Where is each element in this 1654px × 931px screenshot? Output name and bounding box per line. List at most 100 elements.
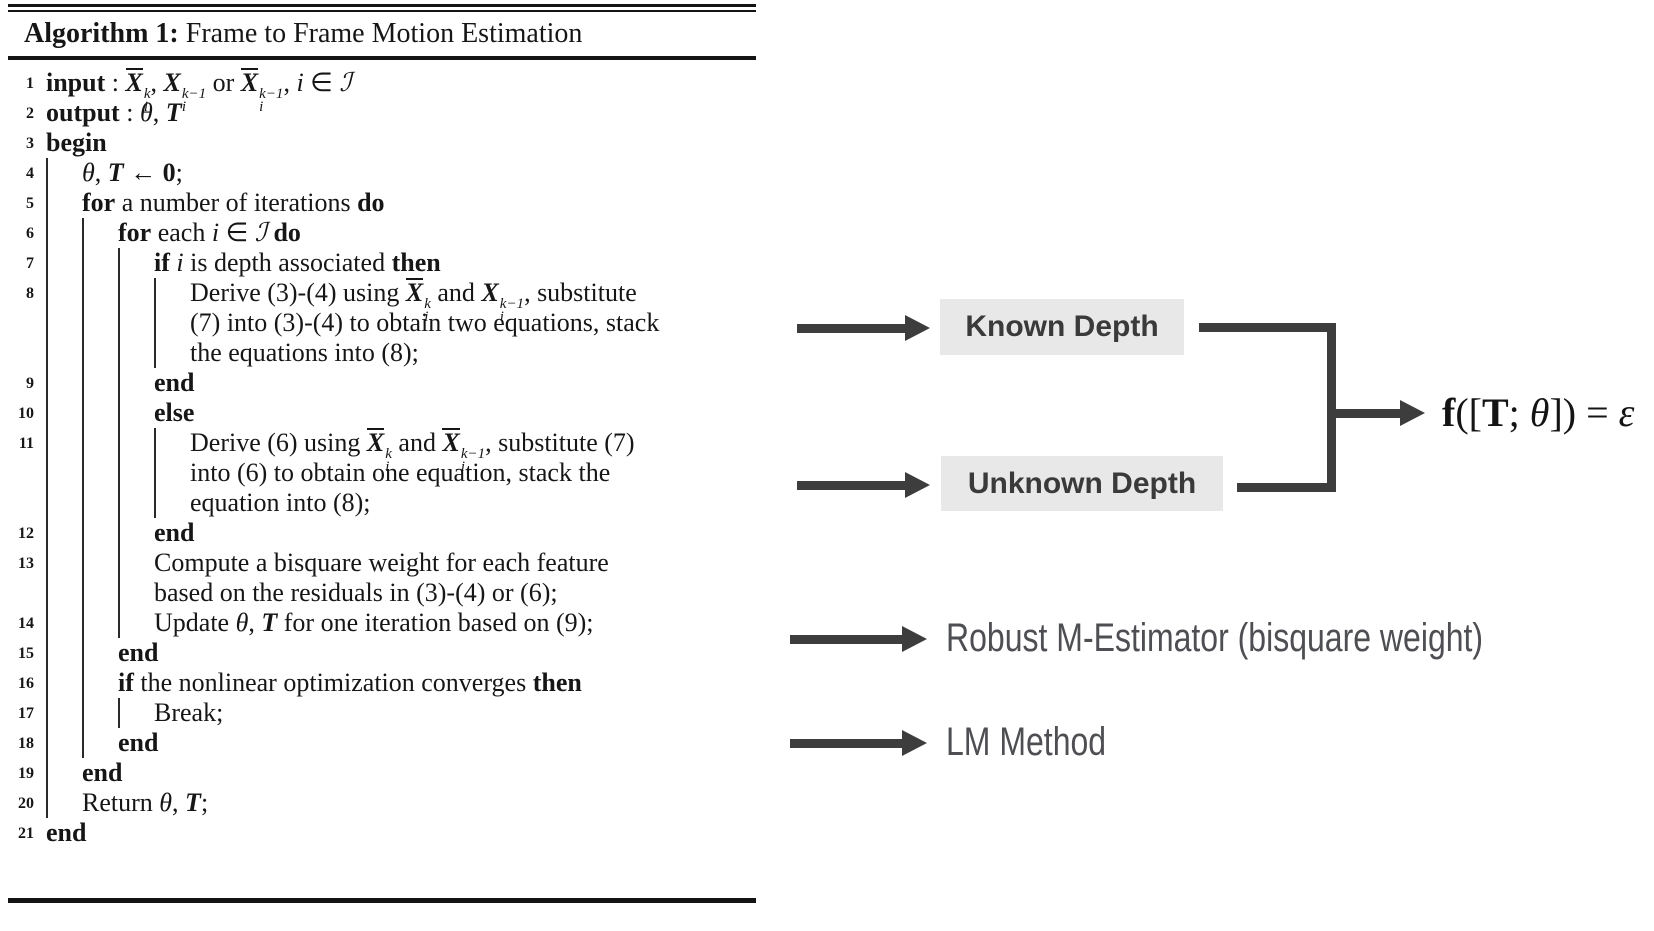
text-segment: the equations into (8); [190,338,419,367]
line-number: 3 [26,135,34,152]
algorithm-title-text: Frame to Frame Motion Estimation [178,18,583,49]
algo-text: else [154,398,194,428]
indent-bar [154,308,190,338]
text-segment: ; [200,788,209,817]
line-content: end [46,818,756,848]
line-number [8,308,34,338]
text-segment: ; [175,158,183,187]
text-segment: and [391,428,443,457]
line-number [8,458,34,488]
indent-bar [46,758,82,788]
algo-line-6: 6 for each i ∈ ℐ do [8,218,756,248]
indent-bar [82,698,118,728]
indent-bar [82,458,118,488]
indent-bar [82,338,118,368]
algo-text: (7) into (3)-(4) to obtain two equations… [190,308,659,338]
indent-bar [118,278,154,308]
line-number: 15 [18,645,34,662]
formula-segment: ([ [1455,390,1482,435]
algorithm-title: Algorithm 1: Frame to Frame Motion Estim… [8,12,756,56]
indent-bar [46,428,82,458]
indent-bar [46,218,82,248]
indent-bar [46,308,82,338]
algo-text: end [154,368,194,398]
known-depth-arrow-shaft [797,323,905,333]
formula-segment: f [1442,390,1456,435]
text-segment: , [152,98,166,127]
text-segment: 0 [162,158,176,187]
indent-bar [46,188,82,218]
algo-line-11-cont2: equation into (8); [8,488,756,518]
algorithm-panel: Algorithm 1: Frame to Frame Motion Estim… [8,4,756,903]
algorithm-title-label: Algorithm 1: [24,18,179,49]
formula-segment: ; [1508,390,1530,435]
text-segment: into (6) to obtain one equation, stack t… [190,458,611,487]
line-number: 12 [18,525,34,542]
text-segment: (7) into (3)-(4) to obtain two equations… [190,308,660,337]
text-segment: : [105,68,126,97]
algo-text: θ, T ← 0; [82,158,183,188]
text-segment: ℐ [339,68,352,97]
algo-text: end [46,818,86,848]
top-rule-outer [8,4,756,7]
indent-bar [154,278,190,308]
text-segment: do [273,218,301,247]
algo-text: if i is depth associated then [154,248,441,278]
line-content: if the nonlinear optimization converges … [46,668,756,698]
line-number: 6 [26,225,34,242]
unknown-depth-box: Unknown Depth [941,456,1223,511]
text-segment: T [261,608,278,637]
text-segment: θ [235,608,249,637]
line-content: Return θ, T; [46,788,756,818]
line-number: 14 [18,615,34,632]
indent-bar [118,608,154,638]
line-content: (7) into (3)-(4) to obtain two equations… [46,308,756,338]
line-content: end [46,728,756,758]
line-content: into (6) to obtain one equation, stack t… [46,458,756,488]
line-content: Update θ, T for one iteration based on (… [46,608,756,638]
algo-line-8-cont1: (7) into (3)-(4) to obtain two equations… [8,308,756,338]
indent-bar [82,398,118,428]
indent-bar [82,638,118,668]
line-number: 19 [18,765,34,782]
indent-bar [118,518,154,548]
bottom-rule [8,898,756,903]
line-content: for each i ∈ ℐ do [46,218,756,248]
formula-segment: = [1576,390,1619,435]
indent-bar [118,458,154,488]
algo-text: based on the residuals in (3)-(4) or (6)… [154,578,558,608]
line-content: output : θ, T [46,98,756,128]
line-number: 21 [18,825,34,842]
line-number: 5 [26,195,34,212]
algo-text: for each i ∈ ℐ do [118,218,301,248]
text-segment: based on the residuals in (3)-(4) or (6)… [154,578,558,607]
line-content: based on the residuals in (3)-(4) or (6)… [46,578,756,608]
algo-text: Return θ, T; [82,788,208,818]
text-segment: Update [154,608,236,637]
formula-arrow-head [1400,400,1425,426]
indent-bar [118,368,154,398]
text-segment: , [172,788,186,817]
indent-bar [118,578,154,608]
text-segment: ∈ [219,218,255,247]
indent-bar [46,668,82,698]
indent-bar [82,608,118,638]
line-content: θ, T ← 0; [46,158,756,188]
